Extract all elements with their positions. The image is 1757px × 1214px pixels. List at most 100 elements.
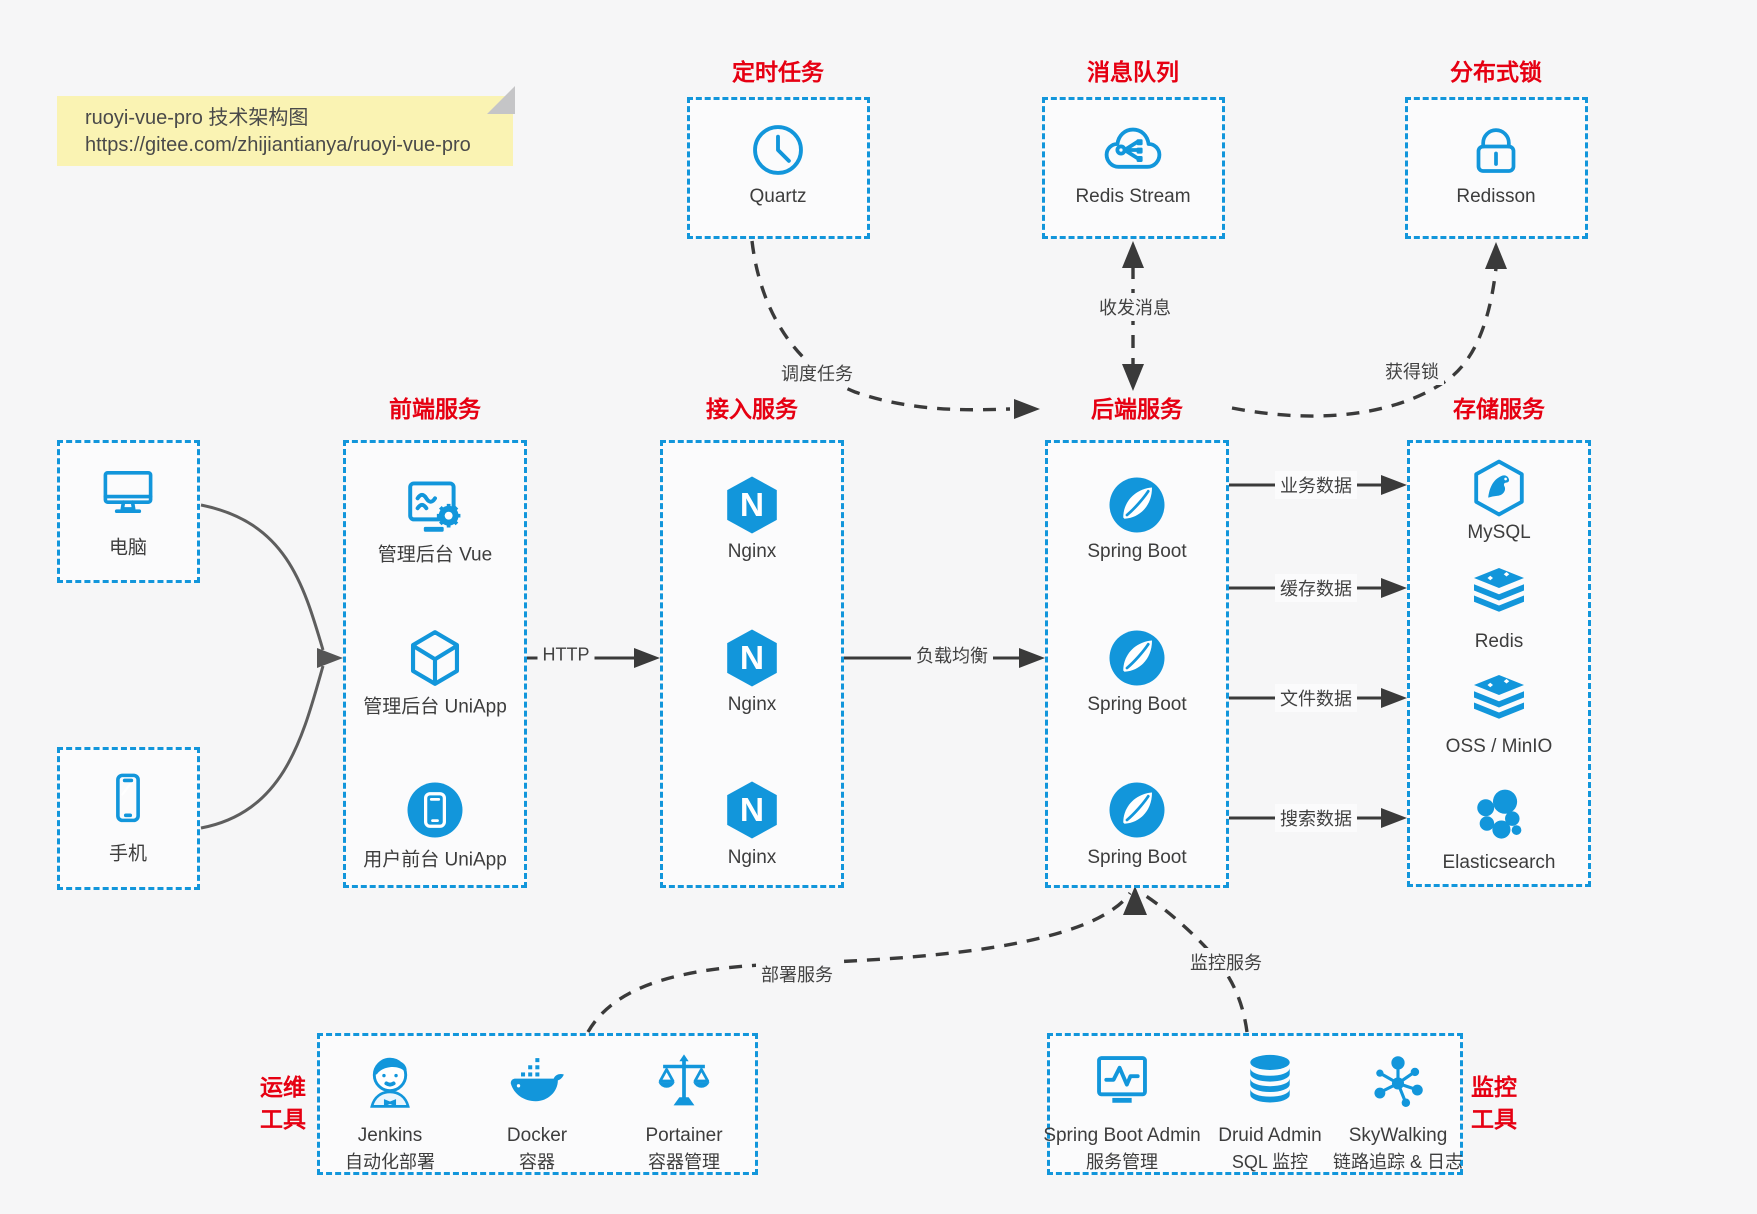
jenkins-label: Jenkins xyxy=(357,1125,423,1146)
monitoring-tools-label-line1: 监控 xyxy=(1471,1074,1517,1100)
edge-label-http: HTTP xyxy=(537,643,595,667)
nginx-label-3: Nginx xyxy=(727,847,777,868)
quartz-label: Quartz xyxy=(749,186,807,207)
note-line-1: ruoyi-vue-pro 技术架构图 xyxy=(85,107,309,129)
note-line-2: https://gitee.com/zhijiantianya/ruoyi-vu… xyxy=(85,134,471,156)
section-label-backend: 后端服务 xyxy=(1091,396,1183,422)
redisson-box xyxy=(1405,97,1588,239)
skywalking-sublabel: 链路追踪 & 日志 xyxy=(1332,1152,1464,1172)
phone-box xyxy=(57,747,200,890)
admin-uniapp-label: 管理后台 UniApp xyxy=(363,696,507,718)
user-app-icon xyxy=(405,780,465,840)
arrowhead-frontend xyxy=(317,648,343,668)
arrowhead-file-data xyxy=(1381,688,1407,708)
group-label-message-queue: 消息队列 xyxy=(1087,59,1179,85)
edge-desktop-to-frontend xyxy=(200,503,325,651)
edge-label-business-data: 业务数据 xyxy=(1275,471,1357,499)
sticky-note: ruoyi-vue-pro 技术架构图 https://gitee.com/zh… xyxy=(57,86,515,166)
smartphone-icon xyxy=(103,772,153,826)
arrowhead-schedule xyxy=(1014,399,1040,419)
nginx-letter: N xyxy=(740,792,764,829)
portainer-sublabel: 容器管理 xyxy=(648,1152,720,1172)
oss-minio-label: OSS / MinIO xyxy=(1445,736,1553,757)
edge-label-search-data: 搜索数据 xyxy=(1275,804,1357,832)
phone-label: 手机 xyxy=(108,843,148,865)
edge-deploy xyxy=(586,892,1132,1033)
desktop-label: 电脑 xyxy=(108,537,148,559)
arrowhead-search-data xyxy=(1381,808,1407,828)
portainer-label: Portainer xyxy=(645,1125,723,1146)
note-fold-corner xyxy=(487,86,515,114)
section-label-frontend: 前端服务 xyxy=(389,396,481,422)
sba-label: Spring Boot Admin xyxy=(1043,1125,1201,1146)
druid-label: Druid Admin xyxy=(1218,1125,1322,1146)
redis-stream-label: Redis Stream xyxy=(1075,186,1191,207)
spring-boot-label-1: Spring Boot xyxy=(1087,541,1187,562)
skywalking-label: SkyWalking xyxy=(1348,1125,1448,1146)
section-label-gateway: 接入服务 xyxy=(706,396,798,422)
portainer-icon xyxy=(656,1052,712,1110)
admin-vue-icon xyxy=(404,477,466,537)
monitoring-tools-label: 监控 工具 xyxy=(1471,1071,1517,1135)
arrowhead-business-data xyxy=(1381,475,1407,495)
elasticsearch-label: Elasticsearch xyxy=(1442,852,1556,873)
docker-label: Docker xyxy=(506,1125,568,1146)
edge-label-cache-data: 缓存数据 xyxy=(1275,574,1357,602)
admin-vue-label: 管理后台 Vue xyxy=(377,544,493,566)
jenkins-icon xyxy=(361,1052,419,1110)
jenkins-sublabel: 自动化部署 xyxy=(345,1152,435,1172)
docker-sublabel: 容器 xyxy=(519,1152,555,1172)
nginx-letter: N xyxy=(740,640,764,677)
elasticsearch-icon xyxy=(1470,786,1528,844)
quartz-box xyxy=(687,97,870,239)
monitoring-tools-label-line2: 工具 xyxy=(1471,1106,1517,1132)
edge-label-load-balance: 负载均衡 xyxy=(911,641,993,669)
edge-label-deploy: 部署服务 xyxy=(756,960,838,988)
nginx-icon: N xyxy=(722,627,782,689)
ops-tools-label-line2: 工具 xyxy=(260,1106,306,1132)
mysql-icon xyxy=(1470,458,1528,518)
spring-boot-label-3: Spring Boot xyxy=(1087,847,1187,868)
docker-icon xyxy=(506,1054,568,1108)
ops-tools-label: 运维 工具 xyxy=(260,1071,306,1135)
ops-tools-label-line1: 运维 xyxy=(260,1074,306,1100)
edge-label-message: 收发消息 xyxy=(1094,293,1176,321)
cloud-mq-icon xyxy=(1103,124,1163,176)
clock-icon xyxy=(749,121,807,179)
arrowhead-cache-data xyxy=(1381,578,1407,598)
sba-sublabel: 服务管理 xyxy=(1086,1152,1158,1172)
nginx-letter: N xyxy=(740,487,764,524)
arrowhead-message-down xyxy=(1122,364,1144,391)
nginx-icon: N xyxy=(722,779,782,841)
user-uniapp-label: 用户前台 UniApp xyxy=(363,849,507,871)
group-label-scheduled-tasks: 定时任务 xyxy=(732,59,824,85)
edge-monitor xyxy=(1142,892,1249,1033)
sba-icon xyxy=(1091,1052,1153,1110)
spring-boot-icon xyxy=(1107,475,1167,535)
edge-schedule xyxy=(750,240,1011,412)
druid-icon xyxy=(1242,1052,1298,1110)
skywalking-icon xyxy=(1369,1052,1427,1110)
redisson-label: Redisson xyxy=(1456,186,1536,207)
desktop-icon xyxy=(100,466,156,518)
spring-boot-icon xyxy=(1107,780,1167,840)
spring-boot-icon xyxy=(1107,628,1167,688)
lock-icon xyxy=(1468,122,1524,178)
arrowhead-message-up xyxy=(1122,241,1144,268)
group-label-distributed-lock: 分布式锁 xyxy=(1450,59,1542,85)
arrowhead-http xyxy=(634,648,660,668)
arrowhead-get-lock xyxy=(1485,242,1507,269)
nginx-icon: N xyxy=(722,474,782,536)
uniapp-cube-icon xyxy=(404,627,466,689)
redis-label: Redis xyxy=(1474,631,1524,652)
edge-phone-to-frontend xyxy=(200,665,325,830)
druid-sublabel: SQL 监控 xyxy=(1231,1152,1309,1172)
spring-boot-label-2: Spring Boot xyxy=(1087,694,1187,715)
edge-label-monitor: 监控服务 xyxy=(1185,948,1267,976)
edge-label-file-data: 文件数据 xyxy=(1275,684,1357,712)
redis-stack-icon xyxy=(1469,672,1529,728)
arrowhead-load-balance xyxy=(1019,648,1045,668)
section-label-storage: 存储服务 xyxy=(1453,396,1545,422)
nginx-label-2: Nginx xyxy=(727,694,777,715)
